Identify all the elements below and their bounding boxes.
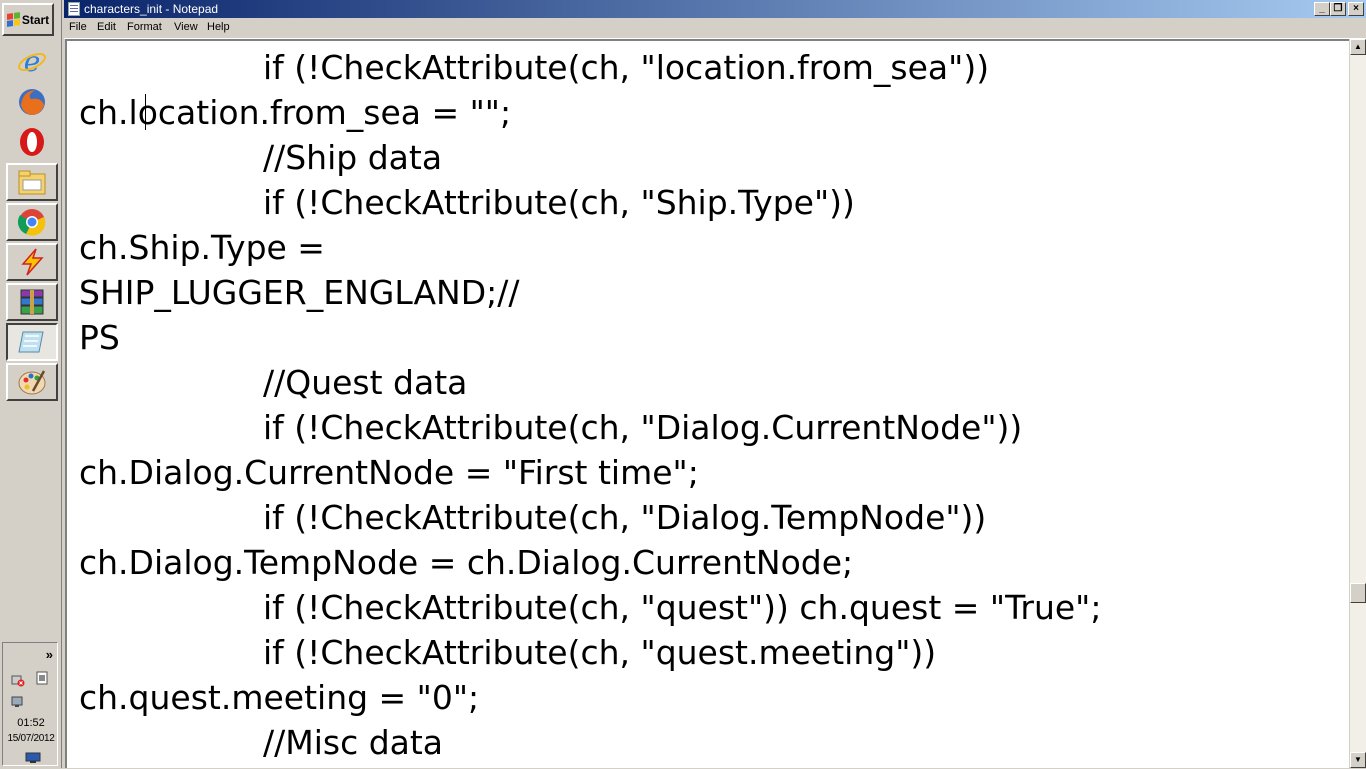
task-notepad[interactable]	[6, 323, 58, 361]
clock-date[interactable]: 15/07/2012	[7, 733, 55, 744]
scroll-down-button[interactable]: ▼	[1350, 752, 1366, 768]
tray-expand-button[interactable]: »	[45, 647, 53, 662]
tray-clipboard-icon[interactable]	[35, 671, 49, 685]
code-line: ch.Dialog.CurrentNode = "First time";	[79, 453, 699, 492]
svg-text:e: e	[24, 47, 41, 77]
opera-icon	[20, 128, 44, 156]
folder-icon	[18, 170, 46, 195]
vertical-scrollbar[interactable]: ▲ ▼	[1350, 39, 1366, 768]
menu-edit[interactable]: Edit	[97, 21, 116, 33]
scroll-thumb[interactable]	[1350, 583, 1366, 603]
menu-format[interactable]: Format	[127, 21, 162, 33]
menu-bar: File Edit Format View Help	[64, 18, 1366, 39]
task-lightning-app[interactable]	[6, 243, 58, 281]
menu-help[interactable]: Help	[207, 21, 230, 33]
minimize-button[interactable]: _	[1314, 2, 1330, 16]
code-line: if (!CheckAttribute(ch, "location.from_s…	[263, 48, 990, 87]
menu-file[interactable]: File	[69, 21, 87, 33]
code-line: if (!CheckAttribute(ch, "Dialog.CurrentN…	[263, 408, 1023, 447]
code-line: if (!CheckAttribute(ch, "Dialog.TempNode…	[263, 498, 987, 537]
paint-icon	[18, 370, 46, 395]
task-folder[interactable]	[6, 163, 58, 201]
code-line: ch.Dialog.TempNode = ch.Dialog.CurrentNo…	[79, 543, 854, 582]
quick-launch-firefox[interactable]	[8, 84, 56, 120]
scroll-up-button[interactable]: ▲	[1350, 39, 1366, 55]
windows-flag-icon	[6, 12, 20, 27]
menu-view[interactable]: View	[174, 21, 198, 33]
system-tray: » 01:52 15/07/2012	[2, 642, 58, 766]
code-line: if (!CheckAttribute(ch, "Ship.Type"))	[263, 183, 855, 222]
tray-monitor-icon[interactable]	[25, 751, 41, 763]
tray-network-icon[interactable]	[11, 695, 25, 709]
code-line: //Ship data	[263, 138, 443, 177]
taskbar: Start e	[0, 0, 62, 768]
task-paint[interactable]	[6, 363, 58, 401]
text-caret	[145, 94, 146, 130]
clock-time[interactable]: 01:52	[17, 717, 45, 729]
code-line: //Misc data	[263, 723, 444, 762]
lightning-app-icon	[21, 248, 44, 276]
code-line: if (!CheckAttribute(ch, "quest.meeting")…	[263, 633, 937, 672]
code-line: if (!CheckAttribute(ch, "quest")) ch.que…	[263, 588, 1102, 627]
code-line: SHIP_LUGGER_ENGLAND;//	[79, 273, 520, 312]
window-title: characters_init - Notepad	[84, 2, 219, 16]
code-line: //Quest data	[263, 363, 468, 402]
code-line: PS	[79, 318, 120, 357]
firefox-icon	[19, 89, 45, 115]
tray-disconnect-icon[interactable]	[11, 673, 25, 687]
task-chrome[interactable]	[6, 203, 58, 241]
internet-explorer-icon: e	[18, 47, 46, 77]
task-winrar[interactable]	[6, 283, 58, 321]
chrome-icon	[17, 209, 46, 236]
winrar-icon	[20, 289, 44, 315]
notepad-icon	[18, 331, 44, 353]
code-line: ch.quest.meeting = "0";	[79, 678, 480, 717]
start-button[interactable]: Start	[2, 3, 54, 36]
restore-button[interactable]: ❐	[1330, 2, 1346, 16]
code-line: ch.Ship.Type =	[79, 228, 325, 267]
start-label: Start	[21, 12, 50, 27]
text-editor[interactable]: if (!CheckAttribute(ch, "location.from_s…	[65, 39, 1349, 768]
quick-launch-internet-explorer[interactable]: e	[8, 44, 56, 80]
close-button[interactable]: ×	[1348, 2, 1364, 16]
notepad-window: characters_init - Notepad _ ❐ × File Edi…	[64, 0, 1366, 768]
title-bar[interactable]: characters_init - Notepad _ ❐ ×	[64, 0, 1366, 18]
notepad-title-icon	[68, 2, 80, 16]
code-line: ch.location.from_sea = "";	[79, 93, 512, 132]
quick-launch-opera[interactable]	[8, 124, 56, 160]
